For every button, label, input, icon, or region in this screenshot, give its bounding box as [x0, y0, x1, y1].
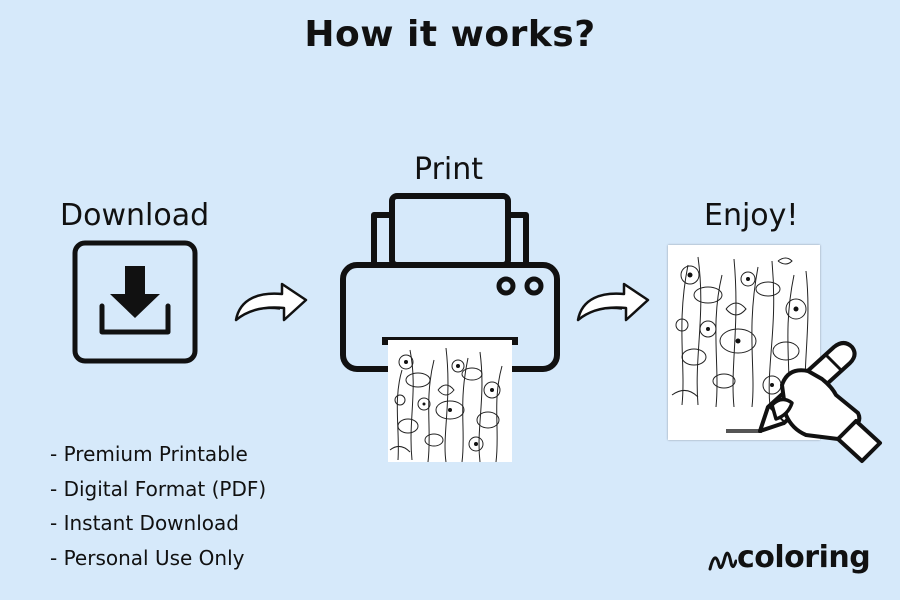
page-title: How it works? — [304, 14, 596, 55]
download-label: Download — [60, 198, 210, 233]
feature-list: - Premium Printable - Digital Format (PD… — [50, 440, 266, 578]
arrow-right-icon — [234, 282, 308, 322]
print-label: Print — [414, 152, 484, 187]
feature-item: - Personal Use Only — [50, 545, 245, 570]
brand-mark-icon — [708, 551, 737, 570]
printed-page-image — [388, 340, 512, 463]
coloring-page-image — [668, 245, 820, 440]
download-icon — [72, 240, 198, 364]
arrow-right-icon — [576, 282, 650, 322]
feature-item: - Digital Format (PDF) — [50, 476, 267, 501]
brand-logo: coloring — [707, 540, 871, 575]
floral-artwork — [389, 347, 503, 463]
feature-item: - Instant Download — [50, 511, 239, 535]
enjoy-label: Enjoy! — [704, 198, 799, 233]
feature-item: - Premium Printable — [50, 442, 248, 466]
brand-name: coloring — [737, 540, 871, 575]
hand-pencil-icon — [758, 341, 882, 463]
